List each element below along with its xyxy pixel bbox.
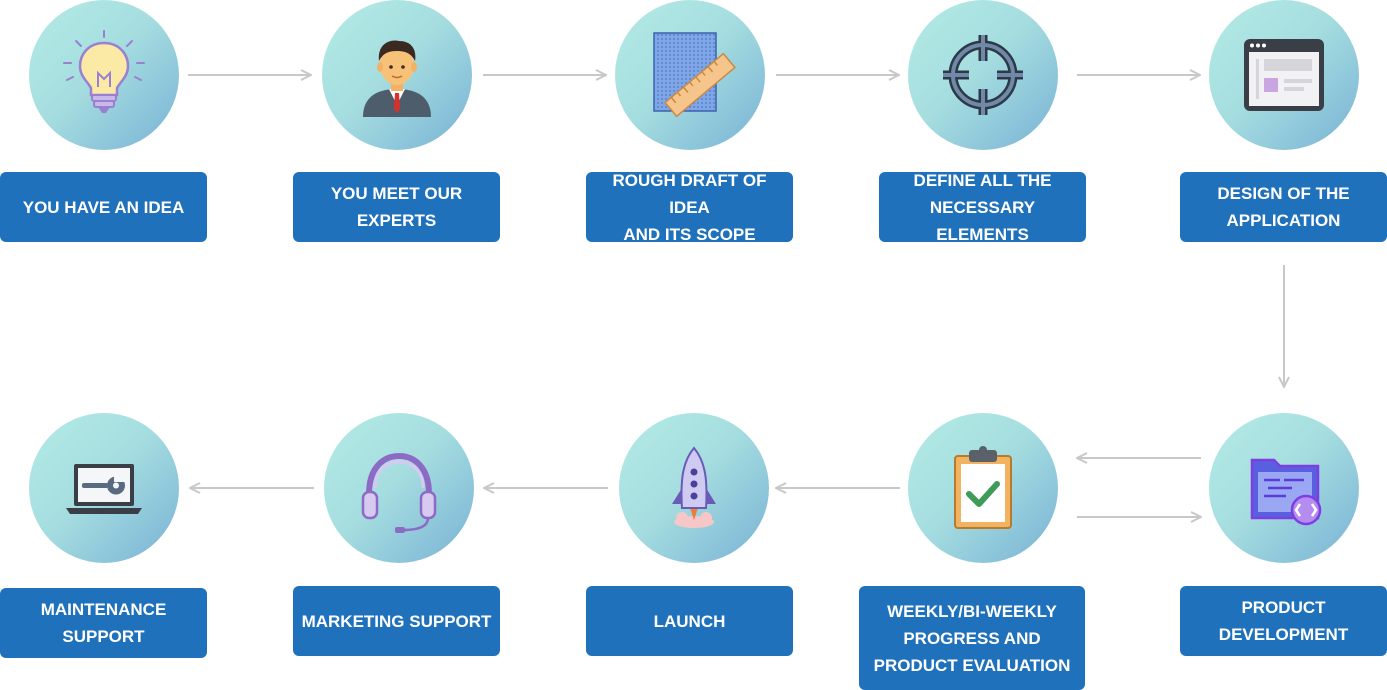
step-7-label: WEEKLY/BI-WEEKLY PROGRESS AND PRODUCT EV… [859, 586, 1085, 690]
blueprint-ruler-icon [653, 32, 736, 118]
browser-window-icon [1244, 39, 1324, 111]
headset-icon [361, 452, 437, 533]
step-9-label: MARKETING SUPPORT [293, 586, 500, 656]
laptop-wrench-icon [66, 464, 142, 514]
rocket-icon [672, 446, 716, 528]
clipboard-check-icon [954, 446, 1012, 529]
step-10-label: MAINTENANCE SUPPORT [0, 588, 207, 658]
expert-icon [363, 40, 431, 117]
step-4-circle [908, 0, 1058, 150]
step-7-circle [908, 413, 1058, 563]
target-icon [943, 35, 1023, 115]
step-9-circle [324, 413, 474, 563]
step-6-circle [1209, 413, 1359, 563]
step-2-label: YOU MEET OUR EXPERTS [293, 172, 500, 242]
step-6-label: PRODUCT DEVELOPMENT [1180, 586, 1387, 656]
step-10-circle [29, 413, 179, 563]
step-5-label: DESIGN OF THE APPLICATION [1180, 172, 1387, 242]
step-8-label: LAUNCH [586, 586, 793, 656]
lightbulb-icon [63, 30, 145, 113]
step-1-label: YOU HAVE AN IDEA [0, 172, 207, 242]
step-2-circle [322, 0, 472, 150]
step-3-circle [615, 0, 765, 150]
step-4-label: DEFINE ALL THE NECESSARY ELEMENTS [879, 171, 1086, 244]
step-1-circle [29, 0, 179, 150]
code-folder-icon [1250, 458, 1322, 526]
step-8-circle [619, 413, 769, 563]
step-5-circle [1209, 0, 1359, 150]
step-3-label: ROUGH DRAFT OF IDEA AND ITS SCOPE [586, 171, 793, 244]
